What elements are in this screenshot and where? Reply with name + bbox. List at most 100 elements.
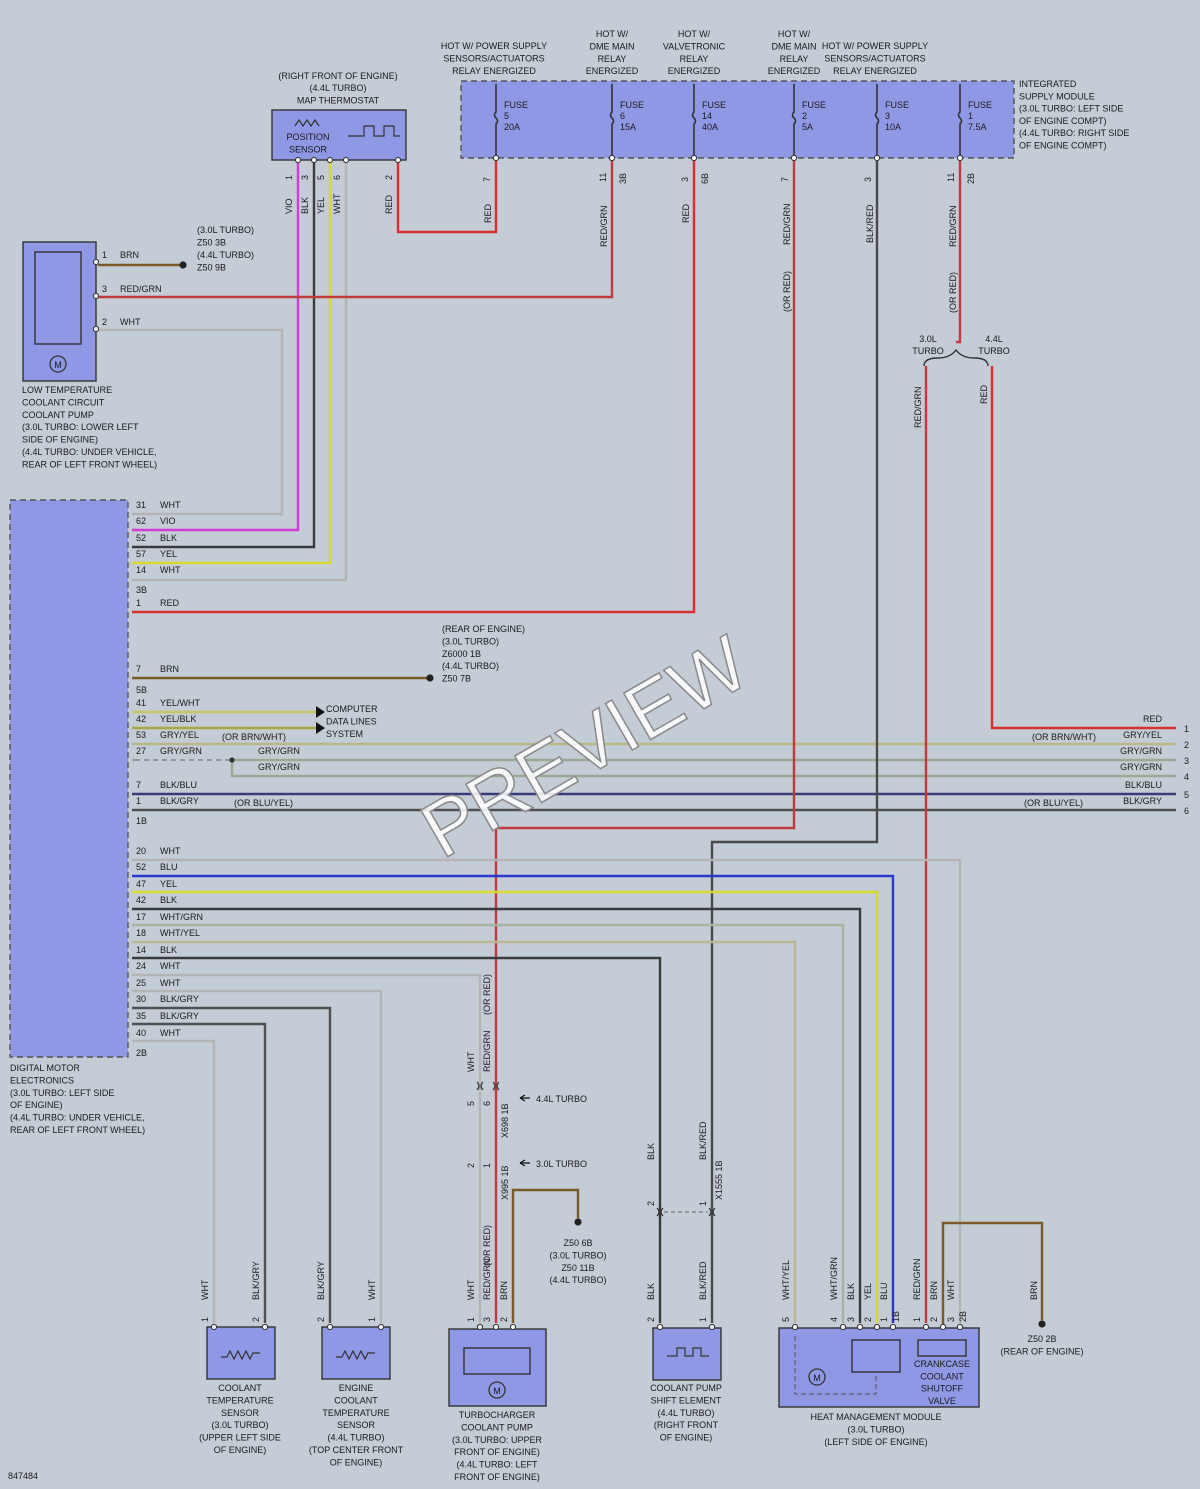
wire-pump-redgrn (98, 160, 614, 299)
supply-module-label: (4.4L TURBO: RIGHT SIDE (1019, 128, 1129, 138)
alt-color-label: (OR BRN/WHT) (222, 732, 286, 742)
edge-wire-label: GRY/GRN (1120, 746, 1162, 756)
tcp-label: (4.4L TURBO: LEFT (456, 1460, 538, 1470)
wire-label: RED/GRN (913, 386, 923, 428)
ccv-pin (939, 1323, 947, 1331)
fuse-pin-number: 7 (780, 177, 790, 182)
motor-symbol-letter: M (54, 360, 62, 370)
component-layer (9, 80, 1046, 1408)
ground-label: (4.4L TURBO) (442, 661, 499, 671)
fuse-header: RELAY ENERGIZED (452, 66, 536, 76)
wire-label: BLK/RED (698, 1121, 708, 1160)
fuse-header: RELAY (680, 54, 709, 64)
fuse-3 (874, 84, 880, 158)
option-label: TURBO (978, 346, 1010, 356)
hmm-pin-number: 4 (829, 1317, 839, 1322)
connector-label: 3B (618, 173, 628, 184)
connector-label: X995 1B (500, 1165, 510, 1200)
dme-label: DIGITAL MOTOR (10, 1063, 80, 1073)
wire-map-wht (132, 162, 348, 582)
edge-wire-label: BLK/GRY (1123, 796, 1162, 806)
wire-shift-blk (132, 956, 662, 1323)
arrow-symbol (316, 706, 325, 734)
dme-pin-number: 24 (136, 961, 146, 971)
dme-pin-number: 1B (136, 816, 147, 826)
fuse-label: FUSE (620, 100, 644, 110)
tcp-label: (3.0L TURBO: UPPER (452, 1435, 543, 1445)
ects-label: OF ENGINE) (330, 1457, 383, 1467)
ground-z50-2b (1038, 1320, 1046, 1328)
position-sensor-symbol (294, 118, 320, 128)
dme-wire-label: BLK/GRY (160, 796, 199, 806)
fuse-pin-number: 11 (946, 173, 956, 182)
wire-hmm-whtyel (132, 940, 797, 1323)
fuse-pin (608, 154, 616, 162)
fuse-pin (956, 154, 964, 162)
tcp-wire-label: RED/GRN (482, 1258, 492, 1300)
wire-hmm-blk (132, 907, 862, 1323)
connector-pin: 1 (482, 1163, 492, 1168)
shift-wire-label: BLK/RED (698, 1261, 708, 1300)
ccv-label: SHUTOFF (921, 1384, 964, 1394)
map-pin-number: 2 (384, 175, 394, 180)
map-thermostat-label: (RIGHT FRONT OF ENGINE) (278, 71, 397, 81)
shift-element-label: SHIFT ELEMENT (651, 1395, 722, 1405)
ground-z50-6b (574, 1218, 582, 1226)
ground-z50-3b (179, 261, 187, 269)
ects-label: SENSOR (337, 1420, 376, 1430)
motor-symbol-letter: M (813, 1373, 821, 1383)
dme-pin-number: 41 (136, 698, 146, 708)
map-wire-label: YEL (316, 197, 326, 214)
connector-plug (476, 1081, 484, 1091)
ects-pin (326, 1323, 334, 1331)
wire-fuse3 (710, 160, 879, 1323)
fuse-wire-label: RED/GRN (948, 205, 958, 247)
ground-label: (4.4L TURBO) (549, 1275, 606, 1285)
connector-plug (492, 1081, 500, 1091)
dme-wire-label: YEL/BLK (160, 714, 197, 724)
dme-pin-number: 5B (136, 685, 147, 695)
fuse-label: 3 (885, 111, 890, 121)
low-temp-pump-label: SIDE OF ENGINE) (22, 435, 98, 445)
hmm-label: HEAT MANAGEMENT MODULE (810, 1412, 941, 1422)
fuse-header: SENSORS/ACTUATORS (443, 53, 544, 63)
hmm-pin (856, 1323, 864, 1331)
fuse-pin (690, 154, 698, 162)
dme-pin-number: 53 (136, 730, 146, 740)
dme-pin-number: 18 (136, 928, 146, 938)
wire-tcp-brn (511, 1188, 580, 1323)
alt-color-label: (OR BRN/WHT) (1032, 732, 1096, 742)
pump-pin-number: 1 (102, 250, 107, 260)
cts-label: (3.0L TURBO) (211, 1420, 268, 1430)
option-split (923, 348, 989, 367)
ccv-wire-label: RED/GRN (912, 1258, 922, 1300)
dme-wire-label: WHT (160, 978, 181, 988)
hmm-label: (LEFT SIDE OF ENGINE) (824, 1437, 927, 1447)
fuse-header: HOT W/ POWER SUPPLY (822, 41, 928, 51)
dme-wire-label: GRY/GRN (160, 746, 202, 756)
fuse-wire-label: BLK/RED (865, 204, 875, 243)
dme-pin-number: 40 (136, 1028, 146, 1038)
fuse-label: FUSE (802, 100, 826, 110)
low-temp-pump-label: (3.0L TURBO: LOWER LEFT (22, 422, 139, 432)
ccv-pin (956, 1323, 964, 1331)
ccv-label: VALVE (928, 1396, 956, 1406)
connector-label: 2B (966, 173, 976, 184)
dme-wire-label: BLK/GRY (160, 1011, 199, 1021)
ccv-label: CRANKCASE (914, 1359, 970, 1369)
map-thermostat-label: MAP THERMOSTAT (297, 95, 380, 105)
dme-wire-label: RED (160, 598, 180, 608)
ground-label: Z50 6B (563, 1238, 592, 1248)
fuse-header: HOT W/ (778, 29, 811, 39)
cts-label: OF ENGINE) (214, 1445, 267, 1455)
ccv-wire-label: WHT (946, 1279, 956, 1300)
wire-ccv-brn (941, 1221, 1044, 1330)
fuse-header: HOT W/ (596, 29, 629, 39)
dme-pin-number: 42 (136, 714, 146, 724)
fuse-header: DME MAIN (590, 41, 635, 51)
ground-label: (3.0L TURBO) (442, 636, 499, 646)
ground-label: (4.4L TURBO) (197, 250, 254, 260)
option-label: 4.4L (985, 334, 1003, 344)
mid-wire-label: GRY/GRN (258, 762, 300, 772)
